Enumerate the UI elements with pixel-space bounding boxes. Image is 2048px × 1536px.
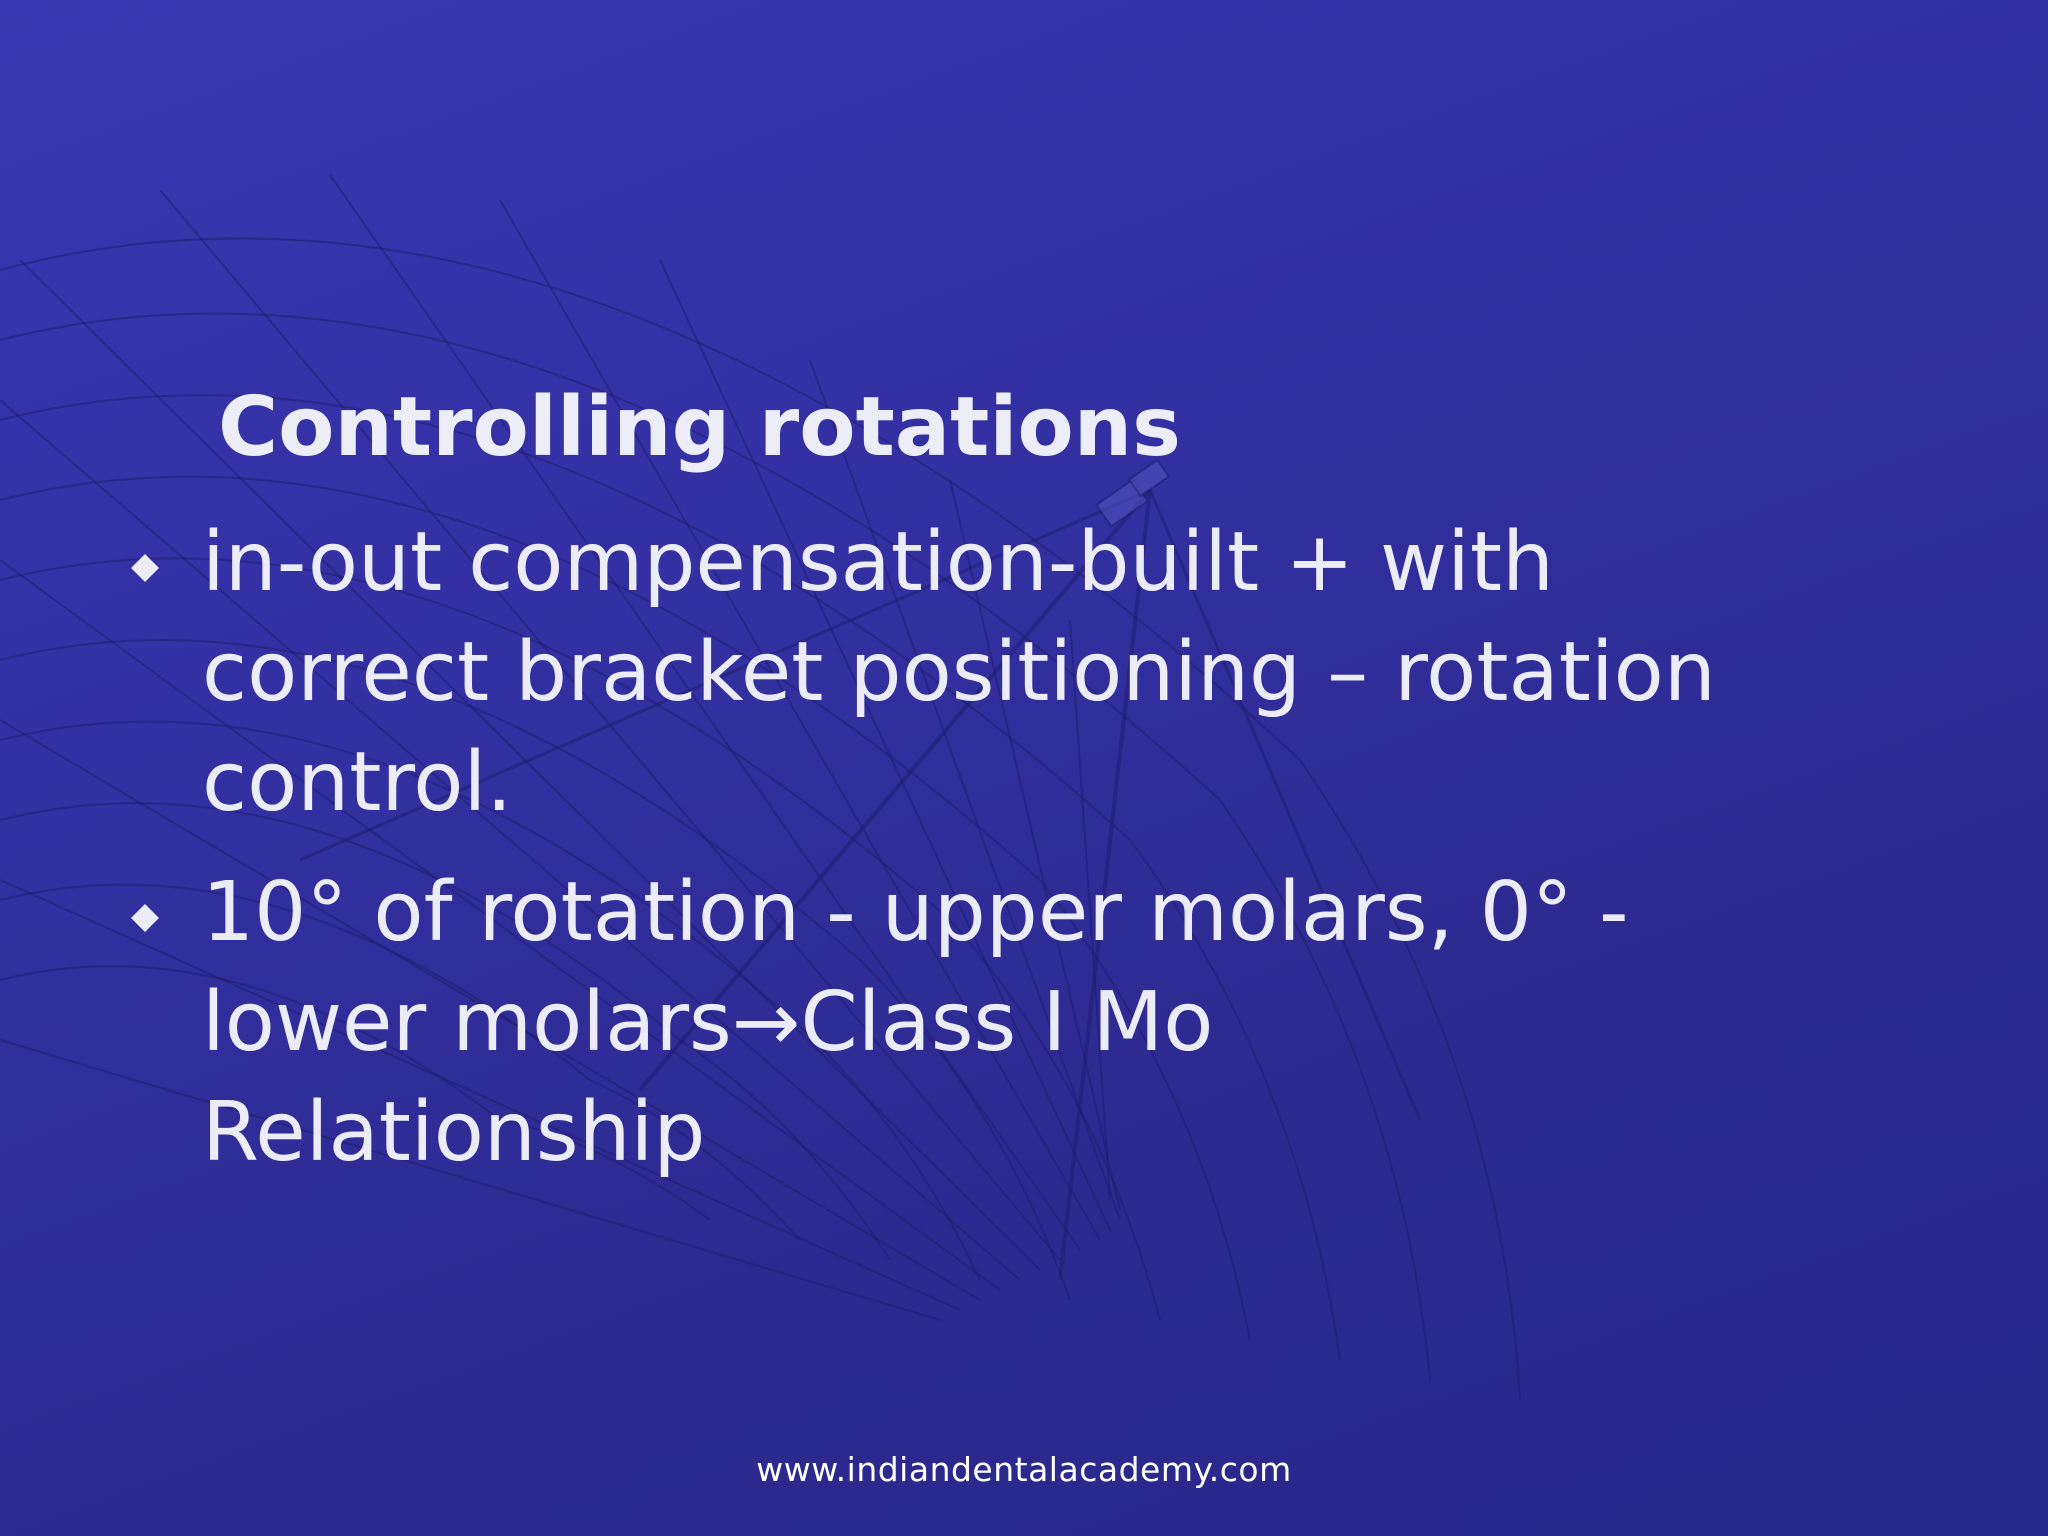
bullet-item: 10° of rotation - upper molars, 0° - low… [120,858,2000,1188]
bullet-line: 10° of rotation - upper molars, 0° - [202,865,1629,960]
footer-url: www.indiandentalacademy.com [756,1450,1292,1489]
diamond-icon [131,554,159,582]
bullet-line: lower molars→Class I Mo [202,975,1214,1070]
bullet-line: control. [202,735,513,830]
bullet-line: Relationship [202,1085,706,1180]
bullet-line: correct bracket positioning – rotation [202,625,1716,720]
bullet-line: in-out compensation-built + with [202,515,1554,610]
bullet-item: in-out compensation-built + with correct… [120,508,2000,838]
slide-title: Controlling rotations [218,380,1181,475]
diamond-icon [131,904,159,932]
bullet-list: in-out compensation-built + with correct… [120,508,2000,1208]
